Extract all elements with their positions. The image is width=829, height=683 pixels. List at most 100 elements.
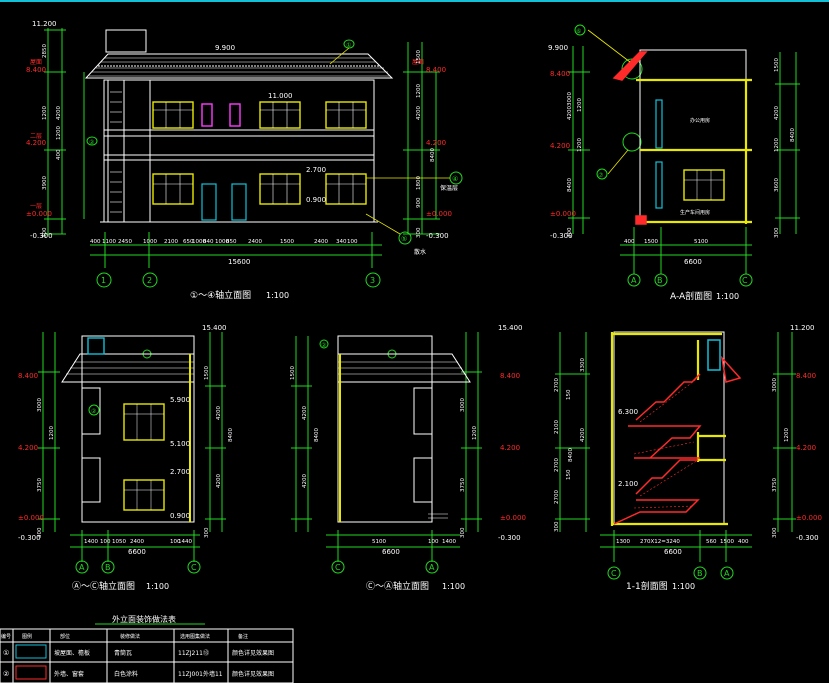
d3-callout-2: ② — [91, 408, 97, 415]
d5-level-neg300: -0.300 — [796, 534, 819, 542]
d5-dim-left-extra-0: 3300 — [580, 358, 586, 372]
d1-tag-2f: 二层 — [30, 133, 42, 140]
d1-axis-2: 2 — [147, 276, 152, 285]
d3-axis-a: A — [79, 563, 85, 572]
d5-dim-left-4: 2700 — [554, 458, 560, 472]
table-row1-ref: 11ZJ211⑬ — [178, 649, 209, 657]
d1-callout-2: ② — [89, 139, 95, 146]
d2-level-4200: 4.200 — [550, 142, 570, 150]
d1-callout-5: ⑤ — [401, 235, 407, 243]
d3-total: 6600 — [128, 548, 146, 556]
d4-level-15400: 15.400 — [498, 324, 523, 332]
d1-dim-bottom-2: 2450 — [118, 239, 132, 245]
d1-dim-right-2: 4200 — [416, 106, 422, 120]
d1-dim-right-6: 300 — [416, 227, 422, 238]
d5-dim-bottom-0: 1300 — [616, 539, 630, 545]
table-row2-note: 颜色详见效果图 — [232, 670, 274, 678]
d2-axis-c: C — [742, 276, 748, 285]
d3-scale: 1:100 — [146, 582, 169, 591]
d5-axis-c: C — [611, 569, 617, 578]
d1-level-4200: 4.200 — [26, 139, 46, 147]
d1-dim-bottom-7: 840 — [203, 239, 214, 245]
d4-scale: 1:100 — [442, 582, 465, 591]
d5-scale: 1:100 — [672, 582, 695, 591]
d1-dim-right-4: 1800 — [416, 176, 422, 190]
d2-level-0: ±0.000 — [550, 210, 576, 218]
elevation-1-4 — [44, 28, 463, 288]
d1-level-11200: 11.200 — [32, 20, 57, 28]
d4-dim-left-3: 4200 — [302, 474, 308, 488]
d3-level-4200: 4.200 — [18, 444, 38, 452]
d3-dim-left-0: 3000 — [37, 398, 43, 412]
d1-level-4200-right: 4.200 — [426, 139, 446, 147]
d1-axis-3: 3 — [370, 276, 375, 285]
table-header-method: 装修做法 — [120, 633, 140, 640]
d3-level-8400: 8.400 — [18, 372, 38, 380]
d1-window-level-2700: 2.700 — [306, 166, 326, 174]
d1-level-8400-right: 8.400 — [426, 66, 446, 74]
d5-level-8400: 8.400 — [796, 372, 816, 380]
d2-dim-right-5: 300 — [774, 227, 780, 238]
d5-level-4200: 4.200 — [796, 444, 816, 452]
d2-room-office: 办公用房 — [690, 117, 710, 124]
d3-dim-right-1: 4200 — [216, 406, 222, 420]
d1-dim-bottom-4: 2100 — [164, 239, 178, 245]
d4-title: Ⓒ～Ⓐ轴立面图 — [366, 580, 429, 592]
d1-callout-1: ① — [346, 42, 351, 49]
d1-level-neg300: -0.300 — [30, 232, 53, 240]
d2-dim-right-2: 8400 — [790, 128, 796, 142]
d5-dim-left-6: 2700 — [554, 490, 560, 504]
d3-window-5900: 5.900 — [170, 396, 190, 404]
d1-dim-left-1: 1200 — [42, 106, 48, 120]
d5-dim-left-2: 2100 — [554, 420, 560, 434]
d5-axis-b: B — [697, 569, 703, 578]
d1-dim-left-0: 2850 — [42, 44, 48, 58]
d1-dim-right-1: 1200 — [416, 84, 422, 98]
d1-tag-roof-right: 屋面 — [412, 59, 424, 66]
d2-axis-a: A — [631, 276, 637, 285]
d1-floor-level: 11.000 — [268, 92, 293, 100]
table-row1-method: 青筒瓦 — [114, 649, 132, 657]
d1-title: ①～④轴立面图 — [190, 289, 251, 301]
d5-dim-left-0: 2700 — [554, 378, 560, 392]
d3-axis-c: C — [191, 563, 197, 572]
legend-swatch-wall — [15, 665, 47, 680]
d2-dim-left-2: 8400 — [567, 178, 573, 192]
table-header-legend: 图例 — [22, 633, 32, 640]
d2-dim-left-4: 1200 — [577, 138, 583, 152]
d2-title: A-A剖面图 — [670, 290, 712, 302]
d3-window-2700: 2.700 — [170, 468, 190, 476]
d5-dim-left-1: 150 — [566, 389, 572, 400]
dimension-text-layer: 2850120039003004200400120015001200420084… — [37, 44, 796, 545]
d2-level-9900: 9.900 — [548, 44, 568, 52]
d4-total: 6600 — [382, 548, 400, 556]
d5-dim-right-3: 300 — [772, 527, 778, 538]
d1-dim-right-0: 1500 — [416, 50, 422, 64]
d5-dim-bottom-3: 1500 — [720, 539, 734, 545]
d1-roof-level: 9.900 — [215, 44, 235, 52]
d3-dim-right-0: 1500 — [204, 366, 210, 380]
d5-dim-left-7: 300 — [554, 521, 560, 532]
section-1-1 — [555, 331, 796, 580]
d4-level-4200: 4.200 — [500, 444, 520, 452]
d3-dim-right-2: 8400 — [228, 428, 234, 442]
table-header-part: 部位 — [60, 633, 70, 640]
d5-dim-left-3: 8400 — [568, 448, 574, 462]
d1-callout-4: ④ — [452, 175, 458, 183]
d3-level-15400: 15.400 — [202, 324, 227, 332]
d1-dim-right-3: 8400 — [430, 148, 436, 162]
d5-title: 1-1剖面图 — [626, 580, 668, 592]
table-row2-method: 白色涂料 — [114, 670, 138, 678]
d4-level-0: ±0.000 — [500, 514, 526, 522]
d1-tag-roof: 屋面 — [30, 59, 42, 66]
d1-dim-left-2: 3900 — [42, 176, 48, 190]
d1-dim-bottom-6: 1000 — [192, 239, 206, 245]
finish-table — [0, 623, 294, 683]
table-row1-note: 颜色详见效果图 — [232, 649, 274, 657]
d4-dim-left-2: 8400 — [314, 428, 320, 442]
elevation-a-c — [38, 332, 226, 574]
d1-dim-bottom-3: 1000 — [143, 239, 157, 245]
d2-dim-left-3: 1200 — [577, 98, 583, 112]
d5-dim-right-0: 3000 — [772, 378, 778, 392]
